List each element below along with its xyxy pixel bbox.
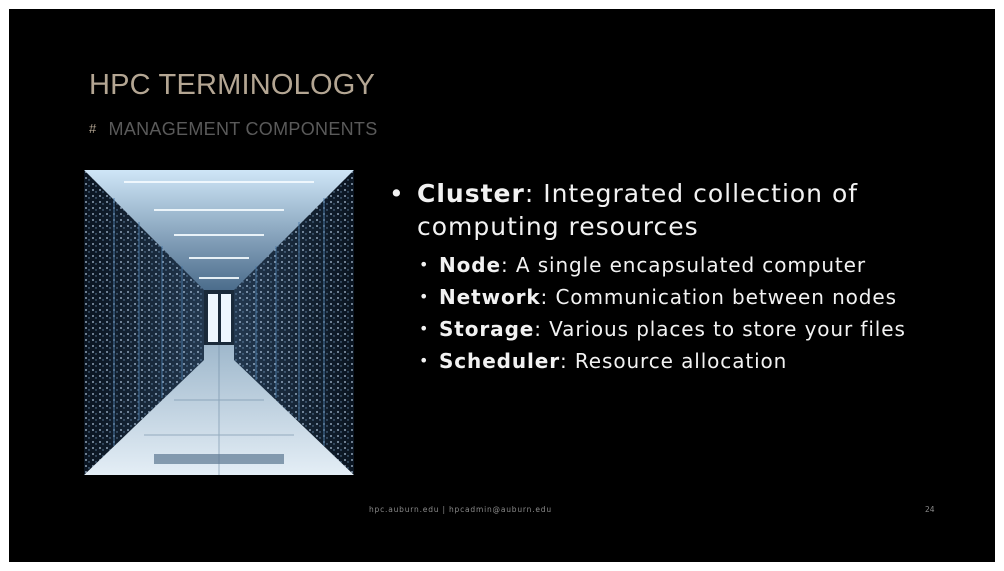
slide-title: HPC TERMINOLOGY bbox=[89, 69, 376, 101]
bullet-text: : Integrated collection of computing res… bbox=[417, 179, 859, 241]
bullet-dot-icon: • bbox=[419, 351, 430, 370]
subtitle-text: MANAGEMENT COMPONENTS bbox=[108, 119, 378, 139]
slide-subtitle: # MANAGEMENT COMPONENTS bbox=[89, 119, 378, 140]
bullet-node: • Node: A single encapsulated computer bbox=[389, 253, 969, 277]
bullet-dot-icon: • bbox=[419, 287, 430, 306]
bullet-cluster: • Cluster: Integrated collection of compu… bbox=[389, 177, 969, 243]
bullet-term: Network bbox=[439, 285, 541, 309]
page-number: 24 bbox=[925, 505, 935, 514]
bullet-dot-icon: • bbox=[419, 255, 430, 274]
bullet-network: • Network: Communication between nodes bbox=[389, 285, 969, 309]
footer-contact: hpc.auburn.edu | hpcadmin@auburn.edu bbox=[369, 505, 552, 514]
bullet-text: : A single encapsulated computer bbox=[500, 253, 866, 277]
hash-icon: # bbox=[89, 121, 97, 136]
bullet-storage: • Storage: Various places to store your f… bbox=[389, 317, 969, 341]
bullet-term: Node bbox=[439, 253, 501, 277]
server-room-image bbox=[84, 170, 354, 475]
bullet-dot-icon: • bbox=[389, 179, 405, 208]
slide: HPC TERMINOLOGY # MANAGEMENT COMPONENTS bbox=[9, 9, 995, 562]
bullet-text: : Various places to store your files bbox=[534, 317, 906, 341]
bullet-dot-icon: • bbox=[419, 319, 430, 338]
bullet-text: : Resource allocation bbox=[560, 349, 788, 373]
bullet-term: Cluster bbox=[417, 179, 525, 208]
bullet-term: Storage bbox=[439, 317, 535, 341]
bullet-term: Scheduler bbox=[439, 349, 561, 373]
bullet-scheduler: • Scheduler: Resource allocation bbox=[389, 349, 969, 373]
bullet-text: : Communication between nodes bbox=[540, 285, 897, 309]
bullet-list: • Cluster: Integrated collection of compu… bbox=[389, 177, 969, 373]
